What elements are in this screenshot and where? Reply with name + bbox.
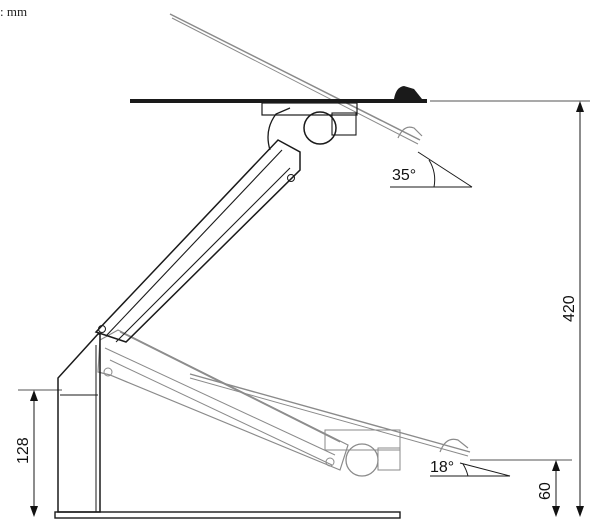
angle-label-bottom: 18° bbox=[430, 459, 454, 476]
angle-label-top: 35° bbox=[392, 167, 416, 184]
tray bbox=[130, 99, 427, 103]
dimension-base-height: 128 bbox=[15, 389, 62, 517]
pillar bbox=[57, 333, 101, 513]
dimension-low-height: 60 bbox=[470, 459, 572, 517]
base-plate bbox=[54, 511, 401, 519]
angle-bottom: 18° bbox=[430, 459, 511, 477]
dimension-total-height: 420 bbox=[430, 100, 590, 517]
lowered-position-ghost bbox=[97, 13, 471, 477]
unit-label: : mm bbox=[0, 4, 28, 19]
dimension-label-128: 128 bbox=[15, 437, 32, 464]
main-arm bbox=[94, 139, 301, 343]
tilt-knob bbox=[303, 111, 337, 145]
angle-top: 35° bbox=[390, 151, 473, 188]
dimension-label-420: 420 bbox=[561, 295, 578, 322]
dimension-label-60: 60 bbox=[537, 482, 554, 500]
tray-stop bbox=[394, 86, 422, 99]
raised-position bbox=[54, 86, 427, 519]
